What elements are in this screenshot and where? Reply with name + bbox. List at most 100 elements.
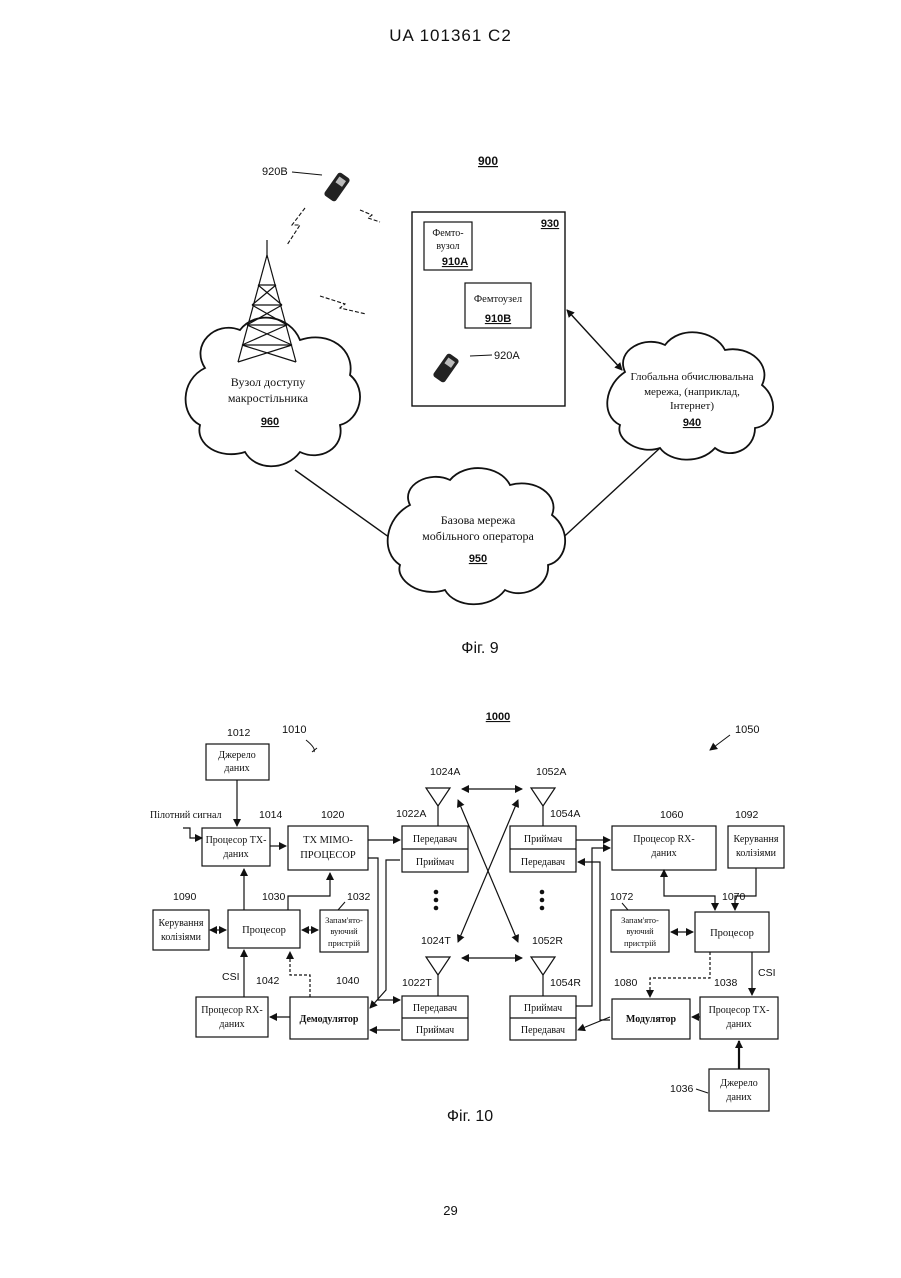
csi-a-label: CSI — [222, 971, 240, 983]
figure-9: 900 — [186, 154, 774, 657]
coll-a-ref: 1090 — [173, 891, 197, 903]
txp-b-ref: 1038 — [714, 977, 738, 989]
antenna-b1-icon — [531, 788, 555, 806]
coll-a-box — [153, 910, 209, 950]
src-b-ref: 1036 — [670, 1083, 694, 1095]
txp-b-box — [700, 997, 778, 1039]
src-b-label-2: даних — [726, 1092, 751, 1103]
mod-label: Модулятор — [626, 1014, 677, 1025]
rxp-a-box — [196, 997, 268, 1037]
ant-br-ref: 1052R — [532, 935, 563, 947]
antenna-br-icon — [531, 957, 555, 975]
rxp-a-label-1: Процесор RX- — [201, 1005, 262, 1016]
rxp-a-ref: 1042 — [256, 975, 280, 987]
ue-b-ref: 920B — [262, 166, 288, 178]
figure-10: 1000 1010 1050 1012 Джерело даних Пілотн… — [150, 711, 784, 1125]
femto-b-label: Фемтоузел — [474, 294, 522, 305]
txp-a-ref: 1014 — [259, 809, 283, 821]
proc-a-ref: 1030 — [262, 891, 286, 903]
fig10-ref: 1000 — [486, 711, 510, 723]
wan-label-1: Глобальна обчислювальна — [630, 371, 753, 383]
coll-b-ref: 1092 — [735, 809, 759, 821]
rxp-b-label-2: даних — [651, 848, 676, 859]
tr-b1-tx: Передавач — [521, 857, 565, 868]
sys-b-ref: 1050 — [735, 724, 759, 736]
mem-b-label-3: пристрій — [624, 938, 657, 948]
macro-label-1: Вузол доступу — [231, 375, 306, 389]
src-a-ref: 1012 — [227, 727, 251, 739]
mimo-ref: 1020 — [321, 809, 345, 821]
core-label-1: Базова мережа — [441, 513, 516, 527]
demod-ref: 1040 — [336, 975, 360, 987]
proc-a-label: Процесор — [242, 925, 286, 936]
antenna-at-icon — [426, 957, 450, 975]
mem-a-label-3: пристрій — [328, 938, 361, 948]
mem-a-label-1: Запам'ято- — [325, 915, 363, 925]
phone-920b-icon — [323, 172, 351, 203]
src-a-label-2: даних — [224, 763, 249, 774]
txp-a-label-2: даних — [223, 849, 248, 860]
fig9-ref: 900 — [478, 154, 498, 168]
mem-b-label-1: Запам'ято- — [621, 915, 659, 925]
core-label-2: мобільного оператора — [422, 529, 534, 543]
src-b-label-1: Джерело — [720, 1078, 757, 1089]
demod-label: Демодулятор — [299, 1014, 358, 1025]
tr-br-rx: Приймач — [524, 1003, 562, 1014]
femto-a-label-2: вузол — [436, 241, 459, 252]
mimo-label-1: TX MIMO- — [303, 835, 353, 846]
tr-b1-ref: 1054A — [550, 808, 580, 820]
coll-b-label-1: Керування — [734, 834, 779, 845]
macro-ref: 960 — [261, 416, 279, 428]
mem-b-ref: 1072 — [610, 891, 634, 903]
proc-b-ref: 1070 — [722, 891, 746, 903]
tr-at-rx: Приймач — [416, 1025, 454, 1036]
tr-a1-ref: 1022A — [396, 808, 426, 820]
mem-a-label-2: вуючий — [330, 926, 358, 936]
ant-a1-ref: 1024A — [430, 766, 460, 778]
wan-label-2: мережа, (наприклад, — [644, 386, 740, 398]
ant-b1-ref: 1052A — [536, 766, 566, 778]
csi-b-label: CSI — [758, 967, 776, 979]
page-number: 29 — [0, 1203, 901, 1218]
coll-a-label-2: колізіями — [161, 932, 202, 943]
mem-a-ref: 1032 — [347, 891, 371, 903]
tr-a1-tx: Передавач — [413, 834, 457, 845]
ue-a-ref: 920A — [494, 350, 520, 362]
rxp-a-label-2: даних — [219, 1019, 244, 1030]
mem-b-label-2: вуючий — [626, 926, 654, 936]
coll-b-box — [728, 826, 784, 868]
building-wan-link — [567, 310, 622, 370]
proc-b-label: Процесор — [710, 928, 754, 939]
femto-a-label-1: Фемто- — [432, 228, 463, 239]
wan-ref: 940 — [683, 417, 701, 429]
ant-at-ref: 1024T — [421, 935, 451, 947]
sys-a-ref: 1010 — [282, 724, 306, 736]
txp-a-label-1: Процесор ТХ- — [206, 835, 267, 846]
coll-b-label-2: колізіями — [736, 848, 777, 859]
tr-at-ref: 1022T — [402, 977, 432, 989]
core-ref: 950 — [469, 553, 487, 565]
building-ref: 930 — [541, 218, 559, 230]
wireless-link-3 — [320, 296, 366, 314]
fig10-caption: Фіг. 10 — [447, 1108, 493, 1125]
macro-label-2: макростільника — [228, 391, 309, 405]
tr-a1-rx: Приймач — [416, 857, 454, 868]
tr-b1-rx: Приймач — [524, 834, 562, 845]
femto-b-ref: 910B — [485, 313, 511, 325]
rxp-b-ref: 1060 — [660, 809, 684, 821]
tr-br-tx: Передавач — [521, 1025, 565, 1036]
antenna-a1-icon — [426, 788, 450, 806]
wireless-link-2 — [360, 210, 380, 222]
txp-a-box — [202, 828, 270, 866]
rxp-b-label-1: Процесор RX- — [633, 834, 694, 845]
wan-label-3: Інтернет) — [670, 400, 714, 412]
femto-a-ref: 910A — [442, 256, 468, 268]
wireless-link-1 — [287, 208, 305, 245]
txp-b-label-2: даних — [726, 1019, 751, 1030]
src-b-box — [709, 1069, 769, 1111]
mod-ref: 1080 — [614, 977, 638, 989]
tr-at-tx: Передавач — [413, 1003, 457, 1014]
mimo-box — [288, 826, 368, 870]
tr-br-ref: 1054R — [550, 977, 581, 989]
